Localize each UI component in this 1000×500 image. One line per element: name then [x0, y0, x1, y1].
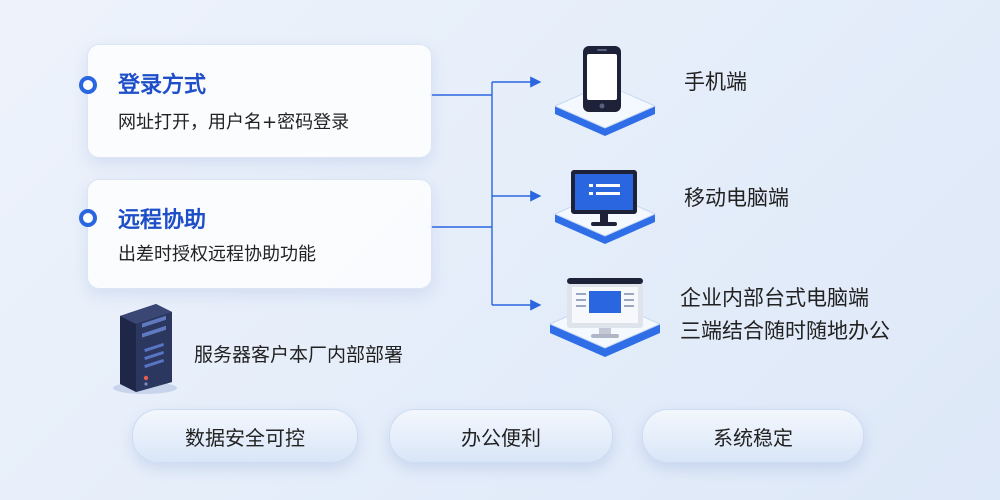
- desktop-label-line1: 企业内部台式电脑端: [680, 286, 869, 310]
- remote-assist-card: 远程协助 出差时授权远程协助功能: [79, 179, 432, 289]
- office-convenience-pill: 办公便利: [389, 409, 613, 463]
- desktop-label-line2: 三端结合随时随地办公: [680, 319, 890, 343]
- server-label: 服务器客户本厂内部部署: [194, 344, 404, 366]
- monitor-icon: [571, 170, 637, 226]
- mobile-pc-label: 移动电脑端: [684, 186, 789, 210]
- phone-icon: [583, 46, 621, 112]
- phone-label: 手机端: [684, 70, 747, 94]
- login-method-card: 登录方式 网址打开，用户名+密码登录: [79, 44, 432, 158]
- data-security-pill: 数据安全可控: [132, 409, 358, 463]
- remote-assist-title: 远程协助: [118, 208, 207, 233]
- remote-assist-desc: 出差时授权远程协助功能: [118, 244, 316, 265]
- login-method-desc: 网址打开，用户名+密码登录: [118, 112, 350, 133]
- server-icon: [113, 304, 177, 394]
- desktop-icon: [567, 278, 643, 338]
- login-method-title: 登录方式: [118, 73, 207, 98]
- bullet-icon: [79, 76, 97, 94]
- bullet-icon: [79, 209, 97, 227]
- system-stable-pill: 系统稳定: [642, 409, 864, 463]
